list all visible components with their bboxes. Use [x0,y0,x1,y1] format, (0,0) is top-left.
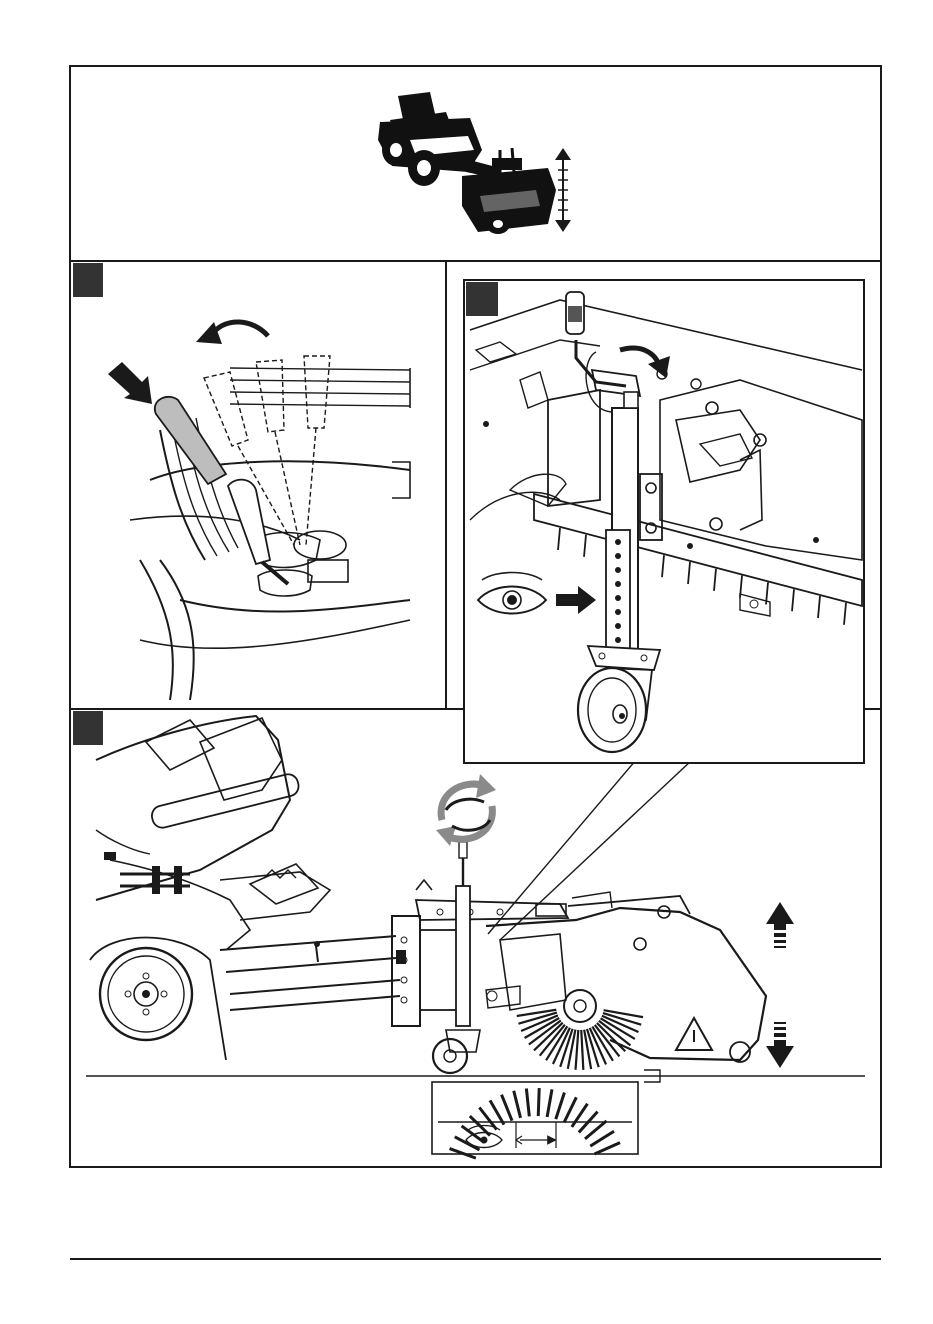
adjustment-hole [615,581,621,587]
panel-c-tab [73,711,103,745]
up-down-arrow-icon [555,148,571,232]
adjustment-hole [615,567,621,573]
panel-lift-lever [73,263,410,700]
panel-b-tab [466,282,498,316]
inset-bristle [538,1088,539,1116]
adjustment-hole [615,637,621,643]
overview-tractor-illustration [378,92,556,234]
adjustment-hole [615,553,621,559]
brush-bristle [576,1030,579,1070]
arrow-down-icon [766,1022,794,1068]
panel-a-tab [73,263,103,297]
adjustment-hole [615,595,621,601]
panel-side-view [73,711,865,1082]
curved-arrow-left-icon [196,322,268,344]
brush-bristle [568,1030,576,1069]
brush-contact-detail [432,1082,638,1158]
rotate-arrows-icon [436,774,496,846]
warning-triangle-icon [676,1018,712,1050]
adjustment-hole [615,539,621,545]
adjustment-hole [615,609,621,615]
arrow-up-icon [766,902,794,948]
adjustment-hole [615,623,621,629]
push-arrow-icon [108,362,152,404]
brush-bristle [581,1030,583,1070]
